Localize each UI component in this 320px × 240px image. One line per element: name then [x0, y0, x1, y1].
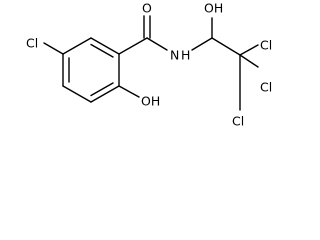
atom-label-chlorine-1: Cl — [260, 38, 272, 53]
atom-label-chlorine-3: Cl — [232, 114, 244, 129]
bond-carbinol-to-trichloromethyl — [211, 37, 241, 56]
bond-carbonyl-to-nitrogen — [146, 37, 168, 51]
bond-ring-to-carbonyl-carbon — [118, 37, 148, 55]
atom-label-chlorine-aromatic: Cl — [26, 36, 38, 51]
atom-label-chlorine-2: Cl — [260, 80, 272, 95]
atom-label-amide-nitrogen: N — [170, 48, 179, 63]
ring-bond-top-right-to-top — [90, 37, 120, 55]
atom-label-phenol-hydroxyl: OH — [141, 94, 160, 109]
bond-ring-to-chlorine — [43, 42, 64, 55]
chemical-structure-diagram: Cl OH O N H OH Cl Cl Cl — [26, 1, 272, 129]
bond-nitrogen-to-carbinol-carbon — [191, 37, 213, 51]
atom-label-carbonyl-oxygen: O — [142, 1, 152, 16]
benzene-ring — [62, 37, 120, 103]
ring-bond-top-to-top-left — [62, 37, 92, 55]
atom-label-hydroxyl-top: OH — [204, 1, 223, 16]
bond-ring-to-phenol-oxygen — [118, 85, 140, 98]
ring-double-bond-inner-1 — [90, 43, 114, 58]
bond-trichloromethyl-to-chlorine-2 — [239, 54, 259, 68]
ring-bond-bottom-to-bottom-right — [90, 85, 120, 103]
ring-bond-bottom-left-to-bottom — [62, 85, 92, 103]
ring-double-bond-inner-3 — [90, 82, 114, 97]
bond-trichloromethyl-to-chlorine-1 — [239, 44, 259, 56]
atom-label-amide-hydrogen: H — [181, 48, 190, 63]
